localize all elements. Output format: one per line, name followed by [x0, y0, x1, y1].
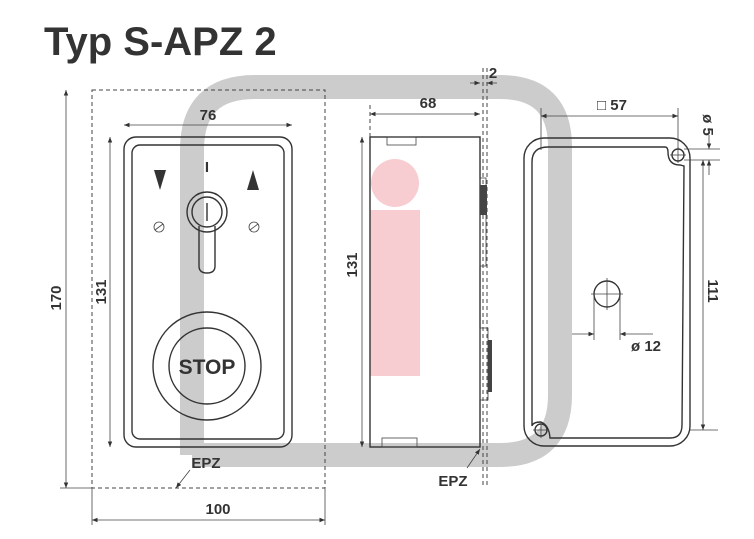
- dim-2: 2: [489, 65, 497, 82]
- dim-100: 100: [205, 501, 230, 518]
- dim-68: 68: [420, 95, 437, 112]
- dim-170: 170: [48, 285, 65, 310]
- dim-o5: ø 5: [699, 114, 716, 136]
- side-view: 68 2 131 EPZ: [344, 65, 497, 490]
- key-cylinder-icon: [186, 191, 228, 274]
- dim-o12: ø 12: [631, 338, 661, 355]
- epz-outline: [91, 89, 326, 489]
- front-view: I STOP 76 131 170 100 EPZ: [48, 89, 326, 525]
- page-title: Typ S-APZ 2: [44, 20, 277, 64]
- up-arrow-icon: [247, 170, 259, 190]
- stop-button: STOP: [152, 311, 262, 421]
- dim-76: 76: [200, 107, 217, 124]
- down-arrow-icon: [154, 170, 166, 190]
- watermark-logo: [180, 75, 572, 467]
- epz-label-side: EPZ: [438, 473, 467, 490]
- screw-icon: [248, 221, 260, 233]
- dim-square-57: □ 57: [597, 97, 627, 114]
- back-view: ø 12 □ 57 ø 5 111: [523, 97, 721, 447]
- epz-label: EPZ: [191, 455, 220, 472]
- plate-outer: [123, 136, 293, 448]
- dim-131-side: 131: [344, 252, 361, 277]
- plate-inner: [131, 144, 285, 440]
- position-mark: I: [205, 159, 209, 176]
- stop-label: STOP: [179, 356, 236, 379]
- dim-111: 111: [704, 279, 721, 302]
- screw-icon: [153, 221, 165, 233]
- dim-131: 131: [93, 279, 110, 304]
